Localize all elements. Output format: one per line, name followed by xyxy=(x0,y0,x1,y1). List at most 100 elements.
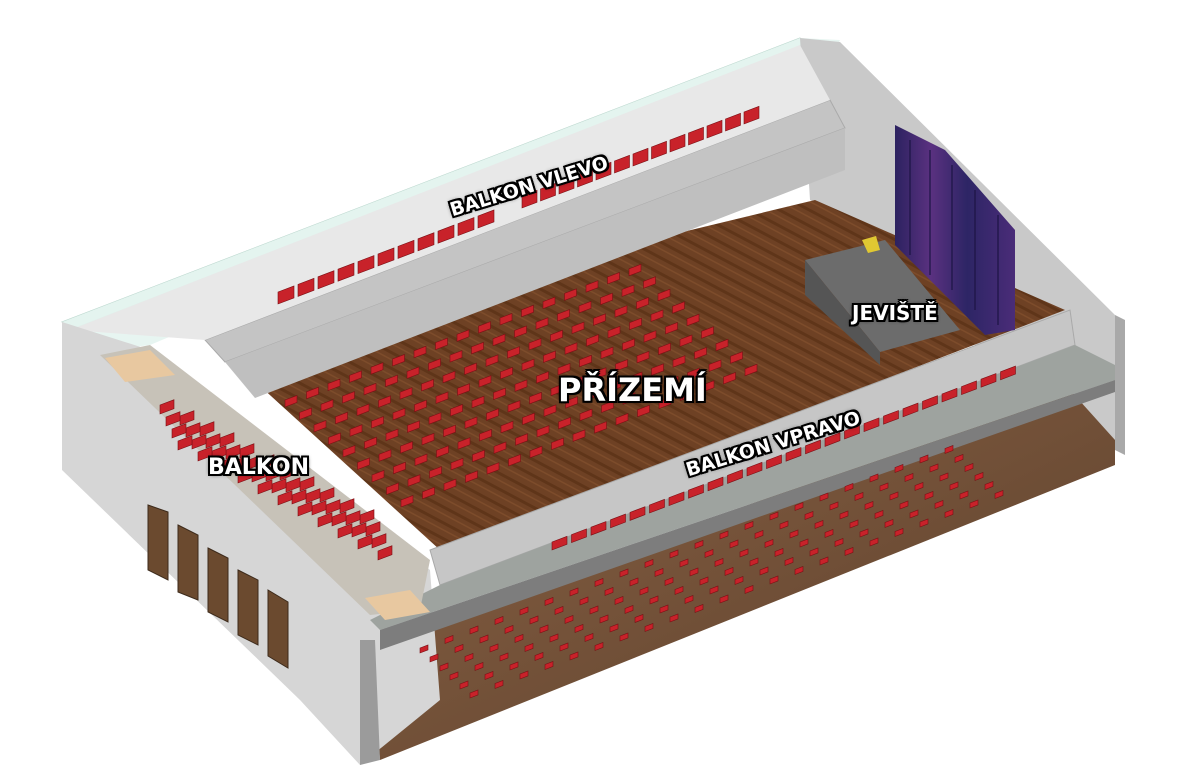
outer-right-wall-face xyxy=(1115,315,1125,455)
seat xyxy=(964,463,974,472)
seat xyxy=(349,370,362,383)
seat xyxy=(679,558,689,568)
seat xyxy=(727,469,743,484)
seat xyxy=(328,432,341,445)
seat xyxy=(959,490,969,500)
seat xyxy=(551,437,564,451)
seat xyxy=(159,399,175,415)
seat xyxy=(357,457,370,470)
seat xyxy=(342,391,355,404)
seat xyxy=(450,404,463,417)
seat xyxy=(819,492,829,502)
seat xyxy=(317,512,333,528)
seat xyxy=(824,529,834,538)
seat xyxy=(550,383,564,397)
seat xyxy=(484,671,494,680)
seat xyxy=(744,363,758,377)
seat xyxy=(1000,365,1016,381)
seat xyxy=(291,489,307,505)
seat xyxy=(378,395,391,408)
seat xyxy=(364,436,377,450)
seat xyxy=(600,292,613,306)
stage-curtain xyxy=(895,125,1015,335)
seat xyxy=(486,408,499,421)
seat xyxy=(869,473,879,483)
seat xyxy=(650,309,664,322)
seat xyxy=(614,305,628,318)
seat xyxy=(889,491,899,501)
seat xyxy=(764,539,774,548)
seat xyxy=(297,501,313,517)
seat xyxy=(339,498,355,514)
seat xyxy=(619,568,629,578)
seat xyxy=(378,449,392,462)
balkon-seats xyxy=(159,399,393,561)
seat xyxy=(217,457,233,473)
seat xyxy=(504,625,514,634)
seat xyxy=(594,421,607,434)
seat xyxy=(413,345,427,359)
seat xyxy=(585,280,599,293)
seat xyxy=(894,464,904,473)
seat xyxy=(500,420,514,434)
seat xyxy=(766,454,782,470)
seat xyxy=(544,661,554,670)
seat xyxy=(521,189,538,209)
seat xyxy=(471,341,484,355)
label-balkon[interactable]: BALKON xyxy=(208,455,309,480)
seat xyxy=(400,441,413,454)
seat xyxy=(386,482,399,495)
seat xyxy=(284,395,298,408)
seat xyxy=(407,474,421,487)
seat xyxy=(543,350,556,363)
seat xyxy=(684,595,694,604)
seat xyxy=(571,528,587,544)
seat xyxy=(608,379,621,393)
seat xyxy=(299,476,315,492)
seat xyxy=(749,557,759,567)
seat xyxy=(428,412,442,425)
seat xyxy=(179,410,195,426)
seat xyxy=(225,444,241,460)
seat xyxy=(529,615,539,625)
seat xyxy=(615,359,628,372)
seat xyxy=(909,509,919,519)
seat xyxy=(637,404,650,418)
seat xyxy=(590,521,607,536)
seat xyxy=(628,263,642,277)
seat xyxy=(521,304,534,318)
seat xyxy=(371,533,387,549)
seat xyxy=(319,487,335,503)
seat xyxy=(794,502,804,511)
seat xyxy=(456,329,470,342)
seat xyxy=(299,407,312,420)
label-jeviste[interactable]: JEVIŠTĚ xyxy=(852,301,938,325)
seat xyxy=(629,371,643,385)
seat xyxy=(701,326,714,339)
seat xyxy=(854,492,864,501)
seat xyxy=(804,511,814,520)
label-prizemi[interactable]: PŘÍZEMÍ xyxy=(558,371,707,409)
seat xyxy=(694,604,704,613)
seat xyxy=(422,486,435,500)
seat xyxy=(919,518,929,528)
seat xyxy=(572,375,585,388)
seat xyxy=(687,367,700,381)
seat xyxy=(604,587,614,596)
seat xyxy=(257,479,273,495)
seat xyxy=(199,421,215,437)
seat xyxy=(477,209,495,229)
seat xyxy=(392,407,406,421)
seat xyxy=(584,633,594,642)
seat xyxy=(819,556,829,566)
seat xyxy=(279,465,295,481)
seat xyxy=(259,454,275,470)
seat xyxy=(689,567,699,577)
seat xyxy=(961,380,977,396)
seat xyxy=(558,416,571,430)
seat xyxy=(507,400,521,413)
seat xyxy=(929,463,939,473)
seat xyxy=(643,330,657,343)
seat xyxy=(357,255,375,275)
